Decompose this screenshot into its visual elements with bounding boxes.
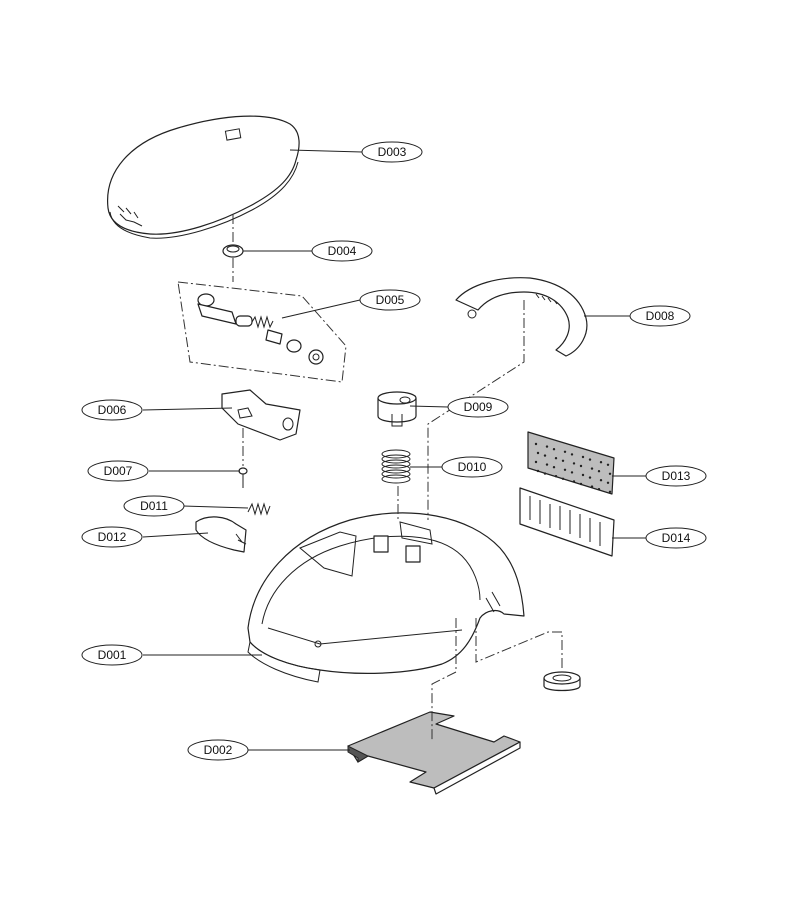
perforation-dot — [581, 473, 585, 477]
callout-label-d001: D001 — [98, 648, 127, 662]
callout-label-d009: D009 — [464, 400, 493, 414]
perforation-dot — [561, 477, 565, 480]
perforation-dot — [554, 475, 558, 478]
callout-label-d013: D013 — [662, 469, 691, 483]
callout-d005: D005 — [359, 289, 421, 311]
perforation-dot — [534, 460, 538, 464]
callout-label-d004: D004 — [328, 244, 357, 258]
part-curved-handle — [455, 277, 588, 357]
leader-lines — [142, 149, 646, 751]
perforation-dot — [590, 485, 594, 488]
callout-label-d008: D008 — [646, 309, 675, 323]
callout-d011: D011 — [123, 495, 185, 517]
part-large-spring — [381, 449, 411, 484]
perforation-dot — [563, 450, 567, 453]
perforation-dot — [579, 464, 583, 468]
callout-d002: D002 — [187, 739, 249, 761]
perforation-dot — [536, 451, 540, 455]
part-top-cover — [107, 115, 300, 239]
perforation-dot — [588, 476, 592, 479]
part-bracket — [221, 389, 301, 441]
part-filter-pad-lower — [519, 487, 615, 557]
callout-d001: D001 — [81, 644, 143, 666]
callout-label-d014: D014 — [662, 531, 691, 545]
callout-label-d010: D010 — [458, 460, 487, 474]
callout-label-d005: D005 — [376, 293, 405, 307]
callout-label-d007: D007 — [104, 464, 133, 478]
callout-d013: D013 — [645, 465, 707, 487]
perforation-dot — [545, 463, 549, 466]
part-screw — [238, 467, 248, 488]
part-button — [195, 516, 247, 553]
callout-label-d003: D003 — [378, 145, 407, 159]
perforation-dot — [552, 448, 556, 451]
part-rubber-foot — [543, 671, 581, 692]
callout-d014: D014 — [645, 527, 707, 549]
perforation-dot — [599, 479, 603, 482]
part-cylinder — [377, 391, 417, 427]
part-ring-d004 — [222, 244, 244, 258]
callout-d008: D008 — [629, 305, 691, 327]
perforation-dot — [581, 455, 585, 459]
perforation-dot — [572, 480, 576, 483]
perforation-dot — [570, 453, 574, 456]
perforation-dot — [536, 469, 540, 473]
perforation-dot — [608, 490, 612, 493]
callout-label-d012: D012 — [98, 530, 127, 544]
callout-d006: D006 — [81, 399, 143, 421]
callout-d010: D010 — [441, 456, 503, 478]
perforation-dot — [590, 467, 594, 470]
perforation-dot — [597, 470, 601, 473]
perforation-dot — [599, 461, 603, 464]
part-filter-pad-upper — [527, 431, 615, 495]
callout-label-d002: D002 — [204, 743, 233, 757]
perforation-dot — [588, 458, 592, 461]
callout-d012: D012 — [81, 526, 143, 548]
part-base-housing — [247, 512, 525, 683]
perforation-dot — [563, 468, 567, 471]
perforation-dot — [572, 462, 576, 465]
perforation-dot — [608, 472, 612, 475]
part-latch-mechanism — [177, 281, 347, 383]
perforation-dot — [606, 481, 610, 484]
perforation-dot — [597, 488, 601, 491]
perforation-dot — [570, 471, 574, 474]
callout-label-d006: D006 — [98, 403, 127, 417]
part-small-spring — [247, 502, 271, 516]
callout-d009: D009 — [447, 396, 509, 418]
assembly-lines — [232, 214, 563, 740]
perforation-dot — [545, 445, 549, 448]
perforation-dot — [543, 472, 547, 475]
callout-d007: D007 — [87, 460, 149, 482]
perforation-dot — [606, 463, 610, 466]
perforation-dot — [552, 466, 556, 469]
perforation-dot — [543, 454, 547, 457]
perforation-dot — [534, 442, 538, 446]
perforation-dot — [554, 457, 558, 460]
perforation-dot — [561, 459, 565, 462]
part-base-plate — [347, 711, 521, 795]
callout-label-d011: D011 — [140, 499, 168, 513]
callout-d003: D003 — [361, 141, 423, 163]
perforation-dot — [579, 482, 583, 486]
callout-d004: D004 — [311, 240, 373, 262]
